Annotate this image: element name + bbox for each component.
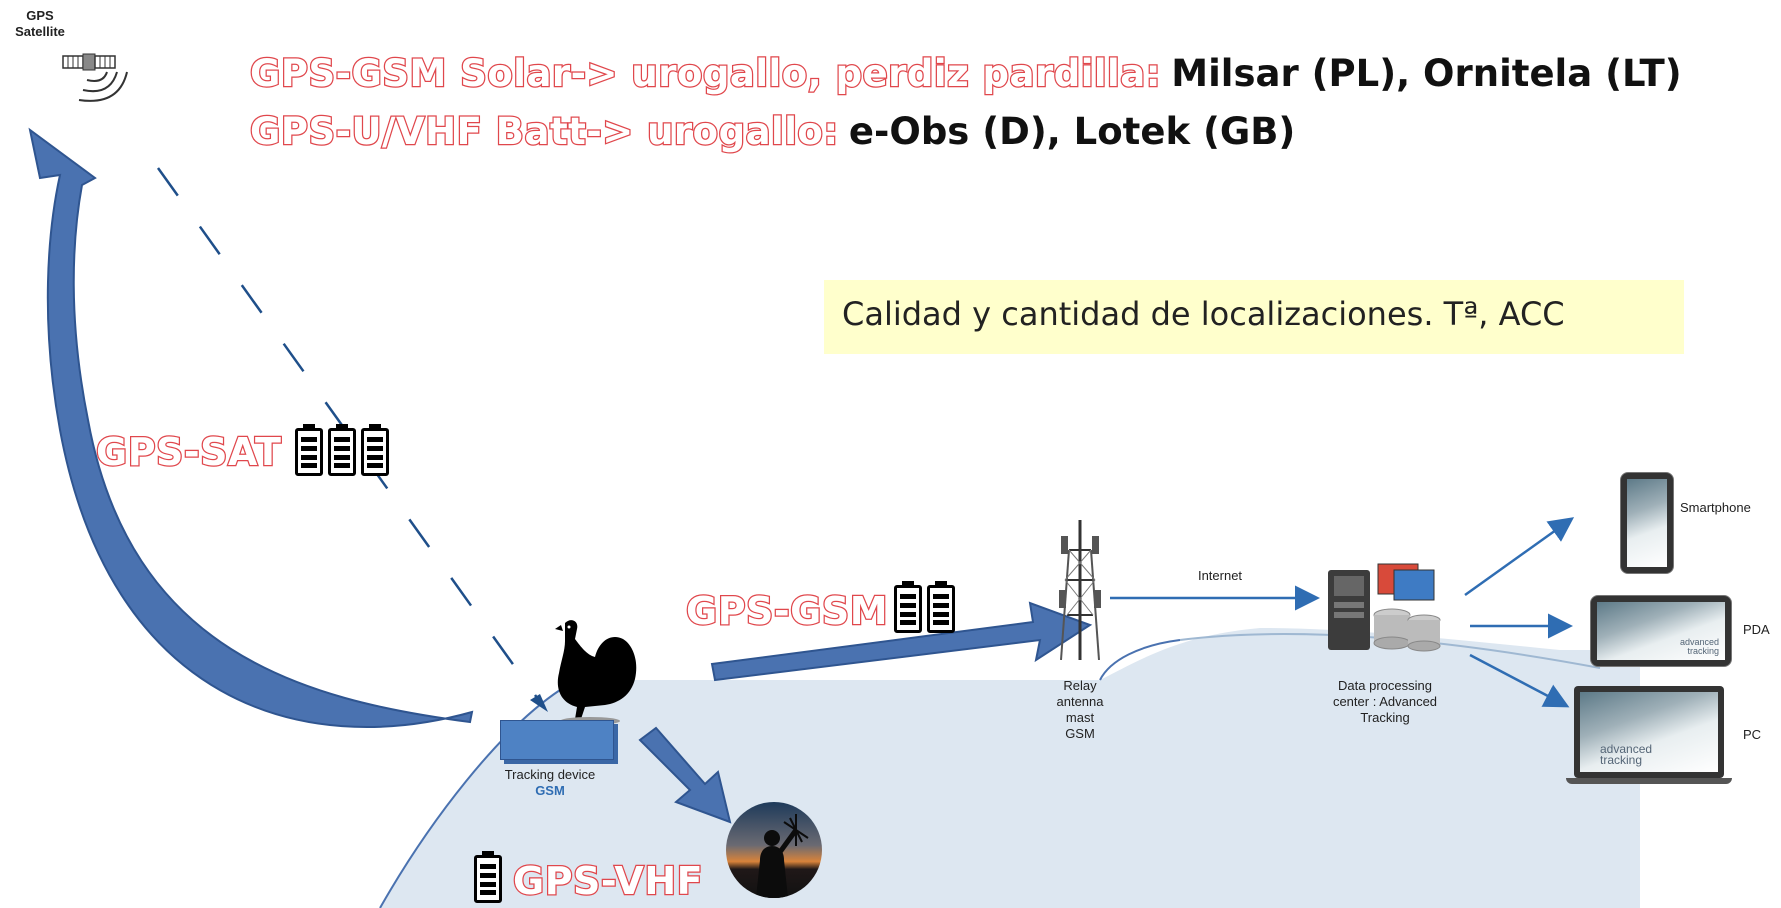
gps-vhf-label-group: GPS-VHF [474,851,704,905]
battery-icon [927,581,956,633]
relay-line1: Relay [1063,678,1097,693]
battery-icon [894,581,923,633]
capercaillie-icon [555,620,637,725]
pda-brand-line2: tracking [1687,646,1719,656]
header-line-1: GPS-GSM Solar-> urogallo, perdiz pardill… [249,51,1682,97]
gps-gsm-label: GPS-GSM [685,588,889,635]
pc-brand-line1: advanced [1600,742,1653,756]
relay-antenna-icon [1059,520,1101,660]
header-line-1-red: GPS-GSM Solar-> urogallo, perdiz pardill… [249,51,1162,97]
vhf-receiver-photo [726,802,822,898]
tracking-device-box [500,720,614,760]
satellite-label-line2: Satellite [15,24,65,39]
pda-label: PDA [1743,622,1770,637]
pc-label: PC [1743,727,1762,742]
relay-line3: mast [1065,710,1095,725]
gps-gsm-label-group: GPS-GSM [685,581,960,635]
pc-icon: advanced tracking [1566,686,1732,786]
gps-vhf-label: GPS-VHF [512,858,704,905]
pc-brand-line2: tracking [1600,753,1643,767]
satellite-icon [62,53,128,102]
relay-line2: antenna [1056,694,1104,709]
data-center-line1: Data processing [1338,678,1432,693]
satellite-label-line1: GPS [26,8,54,23]
battery-icon [474,851,502,903]
header-line-2: GPS-U/VHF Batt-> urogallo: e-Obs (D), Lo… [249,109,1296,155]
battery-icon [361,424,390,476]
data-center-label: Data processing center : Advanced Tracki… [1305,678,1465,726]
smartphone-label: Smartphone [1680,500,1751,515]
data-center-line2: center : Advanced [1332,694,1438,709]
note-box: Calidad y cantidad de localizaciones. Tª… [824,280,1684,354]
note-text: Calidad y cantidad de localizaciones. Tª… [842,295,1565,333]
gps-sat-label-group: GPS-SAT [95,424,394,476]
gps-sat-label: GPS-SAT [95,429,282,476]
tracking-device-line1: Tracking device [504,767,596,782]
relay-line4: GSM [1065,726,1095,741]
pda-brand-line1: advanced [1679,637,1719,647]
relay-label: Relay antenna mast GSM [1030,678,1130,742]
header-line-2-black: e-Obs (D), Lotek (GB) [848,110,1296,153]
data-center-icon [1328,563,1441,652]
satellite-group: GPS Satellite [0,8,128,119]
header-line-2-red: GPS-U/VHF Batt-> urogallo: [249,109,840,155]
battery-icon [328,424,357,476]
data-center-line3: Tracking [1360,710,1410,725]
smartphone-icon [1620,472,1674,574]
tracking-device-label: Tracking device GSM [470,767,630,799]
battery-icon [295,424,324,476]
pda-icon: advanced tracking [1590,595,1732,667]
header-line-1-black: Milsar (PL), Ornitela (LT) [1171,52,1682,95]
tracking-device-line2: GSM [535,783,565,798]
internet-label: Internet [1197,568,1243,583]
